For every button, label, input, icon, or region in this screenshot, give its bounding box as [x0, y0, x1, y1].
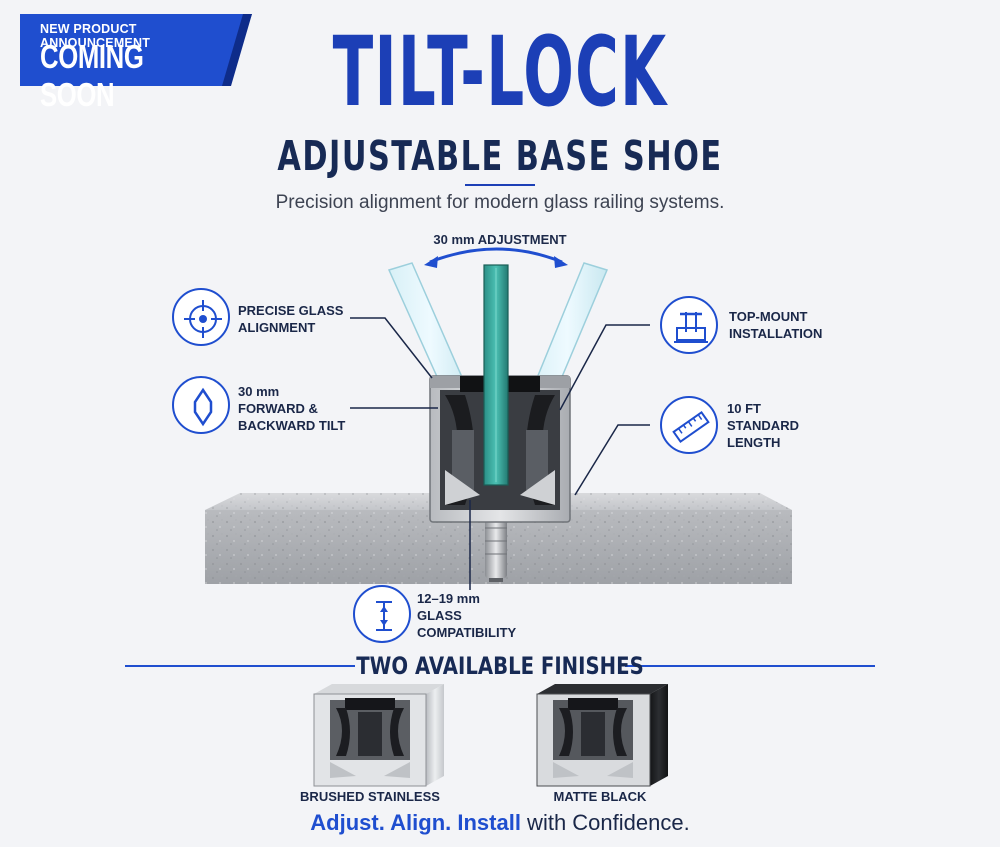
- product-subtitle: ADJUSTABLE BASE SHOE: [277, 132, 723, 180]
- finish-sample-black: [536, 684, 668, 787]
- feature-alignment: PRECISE GLASS ALIGNMENT: [238, 302, 343, 336]
- feature-tilt-line1: 30 mm: [238, 384, 280, 399]
- feature-tilt-line3: BACKWARD TILT: [238, 418, 346, 433]
- product-title: TILT-LOCK: [332, 16, 668, 128]
- finishes-rule-left: [125, 665, 355, 667]
- feature-length-line3: LENGTH: [727, 435, 781, 450]
- banner-status: COMING SOON: [40, 38, 144, 113]
- feature-mount-line1: TOP-MOUNT: [729, 309, 808, 324]
- feature-glass: 12–19 mm GLASS COMPATIBILITY: [417, 590, 516, 641]
- feature-glass-line3: COMPATIBILITY: [417, 625, 517, 640]
- ruler-icon: [660, 396, 718, 454]
- thickness-icon: [353, 585, 411, 643]
- feature-length-line1: 10 FT: [727, 401, 761, 416]
- banner-announcement: NEW PRODUCT ANNOUNCEMENT: [40, 22, 151, 50]
- feature-mount: TOP-MOUNT INSTALLATION: [729, 308, 822, 342]
- feature-length: 10 FT STANDARD LENGTH: [727, 400, 799, 451]
- feature-tilt-line2: FORWARD &: [238, 401, 318, 416]
- finish-label-stainless: BRUSHED STAINLESS: [300, 789, 440, 804]
- finish-label-black: MATTE BLACK: [553, 789, 647, 804]
- feature-length-line2: STANDARD: [727, 418, 799, 433]
- glass-panel: [483, 264, 509, 486]
- feature-alignment-line1: PRECISE GLASS: [238, 303, 344, 318]
- product-tagline: Precision alignment for modern glass rai…: [275, 192, 725, 213]
- feature-mount-line2: INSTALLATION: [729, 326, 823, 341]
- closing-rest: with Confidence.: [520, 810, 690, 835]
- announcement-banner: [20, 14, 252, 86]
- finishes-heading: TWO AVAILABLE FINISHES: [356, 652, 644, 680]
- closing-tagline: Adjust. Align. Install with Confidence.: [0, 810, 1000, 836]
- leader-lines: [350, 317, 650, 590]
- top-mount-icon: [660, 296, 718, 354]
- feature-tilt: 30 mm FORWARD & BACKWARD TILT: [238, 383, 345, 434]
- crosshair-icon: [172, 288, 230, 346]
- finish-sample-stainless: [313, 684, 444, 787]
- finishes-rule-right: [625, 665, 875, 667]
- adjustment-arc: [424, 247, 568, 268]
- feature-glass-line2: GLASS: [417, 608, 462, 623]
- feature-glass-line1: 12–19 mm: [417, 591, 480, 606]
- closing-accent: Adjust. Align. Install: [310, 810, 521, 835]
- adjustment-label: 30 mm ADJUSTMENT: [433, 232, 567, 247]
- feature-alignment-line2: ALIGNMENT: [238, 320, 316, 335]
- title-divider: [465, 184, 535, 186]
- tilt-diamond-icon: [172, 376, 230, 434]
